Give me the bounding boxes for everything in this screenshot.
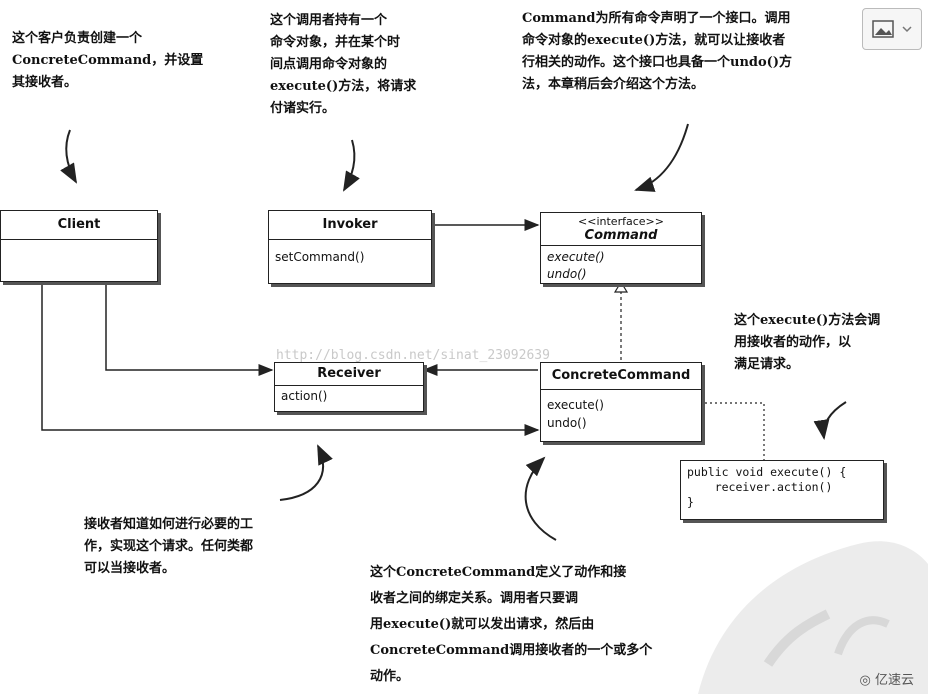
concrete-command-class: ConcreteCommand execute() undo() — [540, 362, 702, 442]
concrete-command-methods: execute() undo() — [541, 390, 701, 435]
concrete-note-line: 收者之间的绑定关系。调用者只要调 — [370, 591, 579, 606]
receiver-class-name: Receiver — [275, 363, 423, 386]
client-class: Client — [0, 210, 158, 282]
concrete-method-undo: undo() — [547, 416, 587, 430]
client-class-name: Client — [1, 211, 157, 240]
command-class-name: Command — [584, 228, 658, 243]
logo-text: 亿速云 — [874, 673, 914, 688]
concrete-note-line: 动作。 — [370, 669, 410, 684]
watermark-text: http://blog.csdn.net/sinat_23092639 — [276, 348, 550, 363]
command-note-line: Command为所有命令声明了一个接口。调用 — [522, 11, 791, 26]
client-to-concrete-arrow — [41, 240, 540, 436]
command-method-undo: undo() — [547, 267, 587, 281]
code-line-2: receiver.action() — [687, 480, 833, 494]
invoker-note-arrow — [343, 139, 360, 192]
receiver-note-line: 作，实现这个请求。任何类都 — [84, 539, 254, 554]
invoker-note-line: 付诸实行。 — [270, 101, 336, 116]
client-note-line: 这个客户负责创建一个 — [12, 31, 143, 46]
invoker-note-line: 这个调用者持有一个 — [270, 13, 388, 28]
invoker-note-line: execute()方法，将请求 — [270, 79, 417, 94]
image-icon — [872, 20, 912, 38]
receiver-note-line: 接收者知道如何进行必要的工 — [84, 517, 254, 532]
invoker-note-line: 间点调用命令对象的 — [270, 57, 388, 72]
execute-note-line: 用接收者的动作，以 — [734, 335, 852, 350]
execute-note-line: 满足请求。 — [734, 357, 800, 372]
invoker-method: setCommand() — [275, 250, 365, 264]
command-method-execute: execute() — [547, 250, 605, 264]
receiver-class: Receiver action() — [274, 362, 424, 412]
execute-note-line: 这个execute()方法会调 — [734, 313, 881, 328]
receiver-note: 接收者知道如何进行必要的工 作，实现这个请求。任何类都 可以当接收者。 — [84, 514, 253, 580]
command-interface: <<interface>> Command execute() undo() — [540, 212, 702, 284]
command-note-arrow — [634, 123, 689, 192]
client-note-line: 其接收者。 — [12, 75, 78, 90]
receiver-method: action() — [281, 389, 328, 403]
concrete-note-line: ConcreteCommand调用接收者的一个或多个 — [370, 643, 653, 658]
code-line-3: } — [687, 495, 694, 509]
decorative-brush-art — [698, 541, 928, 694]
command-header: <<interface>> Command — [541, 213, 701, 246]
invoker-note: 这个调用者持有一个 命令对象，并在某个时 间点调用命令对象的 execute()… — [270, 10, 416, 120]
command-stereotype: <<interface>> — [578, 215, 664, 228]
concrete-note-line: 用execute()就可以发出请求，然后由 — [370, 617, 595, 632]
command-note-line: 命令对象的execute()方法，就可以让接收者 — [522, 33, 786, 48]
concrete-method-execute: execute() — [547, 398, 604, 412]
command-methods: execute() undo() — [541, 246, 701, 286]
image-tools-button[interactable] — [862, 8, 922, 50]
concrete-command-class-name: ConcreteCommand — [541, 363, 701, 390]
logo-icon: ◎ — [859, 673, 871, 688]
execute-note-arrow — [813, 401, 847, 440]
execute-code-box: public void execute() { receiver.action(… — [680, 460, 884, 520]
site-logo: ◎ 亿速云 — [860, 669, 915, 688]
code-line-1: public void execute() { — [687, 465, 847, 479]
invoker-class: Invoker setCommand() — [268, 210, 432, 284]
client-note-line: ConcreteCommand，并设置 — [12, 53, 204, 68]
concrete-note-line: 这个ConcreteCommand定义了动作和接 — [370, 565, 627, 580]
invoker-class-name: Invoker — [269, 211, 431, 240]
command-note-line: 法，本章稍后会介绍这个方法。 — [522, 77, 705, 92]
receiver-note-arrow — [279, 444, 333, 501]
concrete-note-arrow — [524, 456, 557, 541]
command-note-line: 行相关的动作。这个接口也具备一个undo()方 — [522, 55, 792, 70]
command-note: Command为所有命令声明了一个接口。调用 命令对象的execute()方法，… — [522, 8, 792, 96]
realization-triangle — [613, 280, 629, 293]
execute-dotted-link — [600, 402, 765, 460]
invoker-note-line: 命令对象，并在某个时 — [270, 35, 401, 50]
client-note-arrow — [60, 129, 77, 184]
concrete-note: 这个ConcreteCommand定义了动作和接 收者之间的绑定关系。调用者只要… — [370, 560, 652, 690]
client-to-receiver-arrow — [105, 240, 274, 376]
receiver-note-line: 可以当接收者。 — [84, 561, 176, 576]
execute-note: 这个execute()方法会调 用接收者的动作，以 满足请求。 — [734, 310, 880, 376]
client-note: 这个客户负责创建一个 ConcreteCommand，并设置 其接收者。 — [12, 28, 203, 94]
